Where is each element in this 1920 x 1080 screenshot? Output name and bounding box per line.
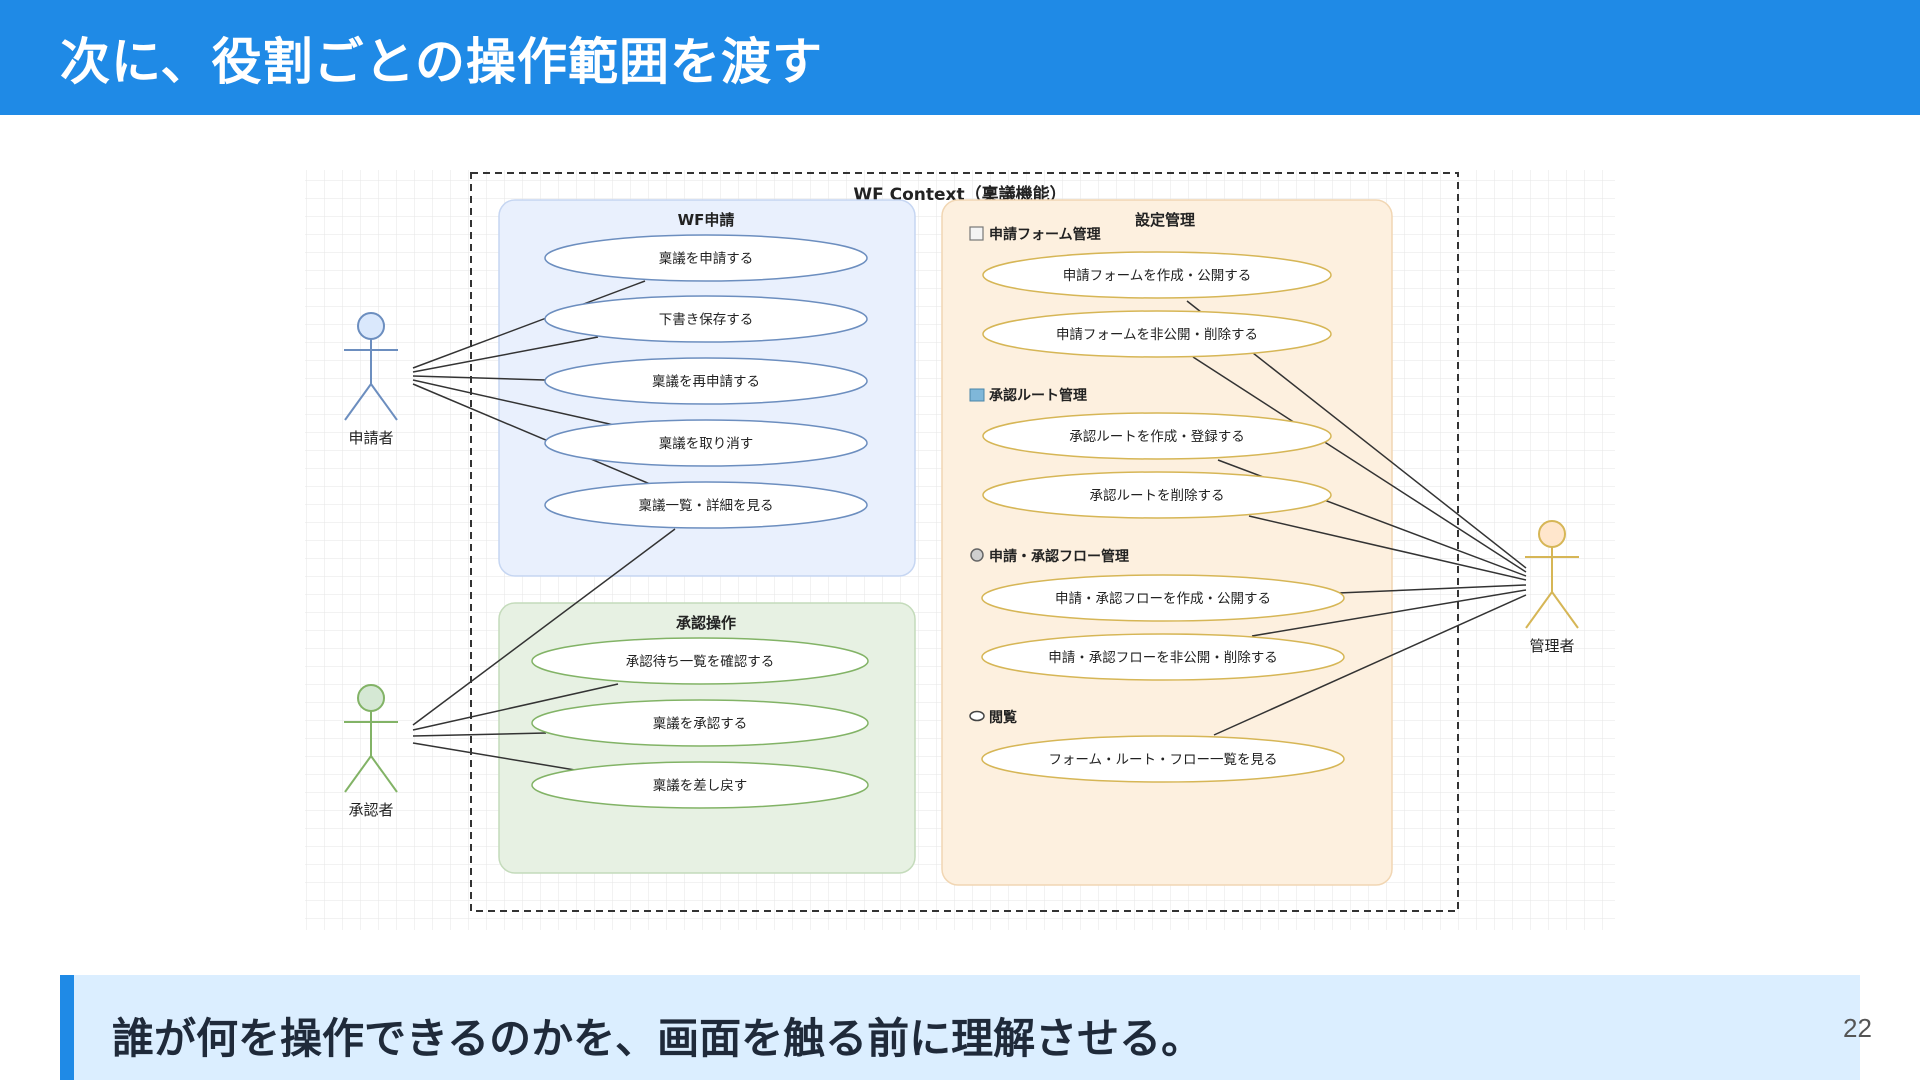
usecase-form-unpublish: 申請フォームを非公開・削除する bbox=[1056, 327, 1258, 343]
usecase-ellipse bbox=[544, 295, 868, 343]
usecase-ellipse bbox=[544, 419, 868, 467]
usecase-ellipse bbox=[544, 357, 868, 405]
usecase-apply: 稟議を申請する bbox=[659, 250, 754, 267]
usecase-flow-create: 申請・承認フローを作成・公開する bbox=[1055, 591, 1271, 607]
usecase-ellipse bbox=[981, 633, 1345, 681]
eye-icon bbox=[969, 710, 985, 722]
applicant-label: 申請者 bbox=[348, 429, 393, 447]
usecase-ellipse bbox=[544, 481, 868, 529]
section-flow-mgmt: 申請・承認フロー管理 bbox=[989, 548, 1129, 565]
context-boundary bbox=[470, 172, 1459, 912]
admin-label: 管理者 bbox=[1529, 637, 1574, 655]
settings-group bbox=[941, 199, 1393, 886]
usecase-flow-unpublish: 申請・承認フローを非公開・削除する bbox=[1048, 650, 1278, 666]
usecase-ellipse bbox=[531, 761, 869, 809]
document-icon bbox=[969, 226, 984, 241]
map-icon bbox=[969, 388, 985, 402]
usecase-ellipse bbox=[544, 234, 868, 282]
section-form-mgmt: 申請フォーム管理 bbox=[989, 226, 1101, 243]
usecase-send-back: 稟議を差し戻す bbox=[653, 777, 748, 794]
callout-text: 誰が何を操作できるのかを、画面を触る前に理解させる。 bbox=[112, 1014, 1204, 1063]
approver-actor bbox=[344, 684, 398, 793]
usecase-ellipse bbox=[531, 637, 869, 685]
usecase-withdraw: 稟議を取り消す bbox=[659, 435, 754, 452]
callout-accent-bar bbox=[60, 975, 74, 1080]
usecase-ellipse bbox=[982, 310, 1332, 358]
slide-header: 次に、役割ごとの操作範囲を渡す bbox=[0, 0, 1920, 115]
section-view: 閲覧 bbox=[989, 709, 1017, 726]
usecase-view-all: フォーム・ルート・フロー一覧を見る bbox=[1048, 751, 1277, 768]
gear-icon bbox=[970, 548, 984, 562]
approval-ops-group-label: 承認操作 bbox=[676, 614, 736, 632]
usecase-approve: 稟議を承認する bbox=[653, 715, 748, 732]
usecase-ellipse bbox=[982, 471, 1332, 519]
usecase-reapply: 稟議を再申請する bbox=[652, 373, 760, 390]
approver-label: 承認者 bbox=[348, 801, 393, 819]
settings-group-label: 設定管理 bbox=[1135, 211, 1195, 229]
usecase-ellipse bbox=[981, 574, 1345, 622]
section-route-mgmt: 承認ルート管理 bbox=[989, 387, 1087, 404]
applicant-actor bbox=[344, 312, 398, 421]
approval-usecases bbox=[531, 637, 869, 809]
settings-usecases bbox=[981, 251, 1345, 783]
usecase-ellipse bbox=[982, 412, 1332, 460]
usecase-ellipse bbox=[982, 251, 1332, 299]
usecase-draft-save: 下書き保存する bbox=[659, 312, 754, 328]
usecase-form-create: 申請フォームを作成・公開する bbox=[1063, 268, 1252, 284]
usecase-ellipse bbox=[981, 735, 1345, 783]
wf-apply-usecases bbox=[544, 234, 868, 529]
usecase-route-delete: 承認ルートを削除する bbox=[1090, 488, 1225, 504]
admin-actor bbox=[1525, 520, 1579, 629]
summary-callout: 誰が何を操作できるのかを、画面を触る前に理解させる。 bbox=[60, 975, 1860, 1080]
usecase-ellipse bbox=[531, 699, 869, 747]
usecase-route-create: 承認ルートを作成・登録する bbox=[1069, 429, 1245, 445]
slide-title: 次に、役割ごとの操作範囲を渡す bbox=[60, 33, 823, 91]
usecase-pending-list: 承認待ち一覧を確認する bbox=[626, 653, 775, 670]
usecase-list-detail: 稟議一覧・詳細を見る bbox=[639, 497, 774, 514]
wf-apply-group-label: WF申請 bbox=[678, 211, 735, 229]
page-number: 22 bbox=[1843, 1013, 1872, 1043]
